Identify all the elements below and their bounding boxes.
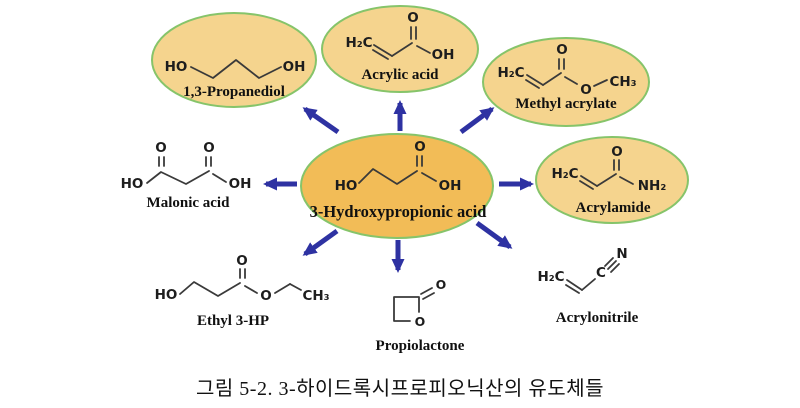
atom-label: OH — [439, 178, 462, 194]
bond — [420, 287, 433, 295]
bond — [244, 285, 258, 294]
bond — [190, 59, 282, 79]
molecule-acrylamide: H₂C O NH₂ Acrylamide — [551, 144, 666, 216]
molecule-name: Ethyl 3-HP — [197, 313, 269, 329]
bond — [542, 72, 562, 86]
molecule-acrylonitrile: H₂C C N Acrylonitrile — [537, 246, 638, 326]
atom-label: O — [203, 140, 214, 156]
ellipse-methyl-acrylate — [482, 37, 650, 127]
molecule-name: Acrylamide — [576, 200, 651, 216]
atom-label: H₂C — [497, 65, 524, 81]
ellipse-propanediol — [151, 12, 317, 108]
bond — [593, 79, 608, 87]
bond — [393, 296, 420, 322]
bond — [422, 292, 435, 300]
atom-label: O — [414, 139, 425, 155]
atom-label: HO — [121, 176, 144, 192]
bond — [525, 79, 540, 89]
molecule-propiolactone: O O Propiolactone — [376, 277, 465, 354]
molecule-name: Acrylic acid — [361, 67, 439, 83]
arrow-to-propanediol — [302, 106, 340, 135]
ellipse-acrylic-acid — [321, 5, 479, 93]
bond — [416, 45, 431, 54]
atom-label: H₂C — [551, 166, 578, 182]
ellipse-center-3hp — [300, 133, 494, 239]
atom-label: N — [616, 246, 627, 262]
atom-label: CH₃ — [609, 74, 636, 90]
bond — [607, 260, 617, 270]
atom-label: OH — [283, 59, 306, 75]
bond — [565, 284, 580, 294]
atom-label: HO — [165, 59, 188, 75]
bond — [619, 176, 634, 185]
molecule-center-3hp: HO O OH 3-Hydroxypropionic acid — [310, 139, 487, 221]
ellipse-acrylamide — [535, 136, 689, 224]
atom-label: O — [415, 314, 426, 329]
bond — [274, 283, 291, 294]
atom-label: C — [596, 265, 606, 281]
molecule-propanediol: HO OH 1,3-Propanediol — [165, 59, 306, 100]
atom-label: O — [260, 288, 271, 304]
bond — [289, 283, 302, 291]
bond — [146, 170, 210, 185]
bond — [526, 74, 544, 86]
bond — [581, 278, 596, 291]
bond — [358, 168, 418, 185]
bond — [596, 173, 617, 187]
bond — [604, 257, 614, 267]
bond — [566, 279, 583, 291]
arrow-to-ethyl-3hp — [302, 228, 339, 257]
atom-label: NH₂ — [638, 178, 667, 194]
molecule-acrylic-acid: H₂C O OH Acrylic acid — [345, 10, 454, 83]
bond — [564, 76, 578, 85]
atom-label: OH — [229, 176, 252, 192]
atom-label: O — [556, 42, 567, 58]
atom-label: O — [436, 277, 447, 292]
arrow-to-acrylonitrile — [475, 220, 513, 250]
bond — [579, 180, 594, 190]
molecule-name: Methyl acrylate — [515, 96, 617, 112]
molecule-ethyl-3hp: HO O O CH₃ Ethyl 3-HP — [155, 253, 330, 329]
derivative-arrows — [263, 100, 534, 273]
bond — [421, 172, 437, 182]
atom-label: OH — [432, 47, 455, 63]
atom-label: O — [580, 82, 591, 98]
bond — [212, 173, 227, 183]
molecule-name: 3-Hydroxypropionic acid — [310, 202, 487, 221]
molecule-malonic-acid: HO O O OH Malonic acid — [121, 140, 252, 211]
arrow-to-methyl-acrylate — [459, 106, 495, 135]
atom-label: CH₃ — [302, 288, 329, 304]
bond — [580, 175, 598, 187]
bond — [179, 281, 241, 297]
atom-label: HO — [155, 287, 178, 303]
molecule-methyl-acrylate: H₂C O O CH₃ Methyl acrylate — [497, 42, 636, 112]
atom-label: O — [155, 140, 166, 156]
molecule-name: Acrylonitrile — [556, 310, 639, 326]
atom-label: O — [407, 10, 418, 26]
bond — [391, 42, 413, 57]
bond — [373, 44, 393, 57]
bond — [372, 49, 389, 60]
molecule-name: Malonic acid — [147, 195, 231, 211]
figure-caption: 그림 5-2. 3-하이드록시프로피오닉산의 유도체들 — [195, 378, 605, 400]
molecule-name: 1,3-Propanediol — [183, 84, 285, 100]
bond — [610, 263, 620, 273]
atom-label: O — [611, 144, 622, 160]
atom-label: H₂C — [537, 269, 564, 285]
atom-label: H₂C — [345, 35, 372, 51]
atom-label: HO — [335, 178, 358, 194]
molecule-name: Propiolactone — [376, 338, 465, 354]
diagram-canvas: HO OH 1,3-Propanediol H₂C O OH Acrylic a… — [121, 5, 689, 354]
atom-label: O — [236, 253, 247, 269]
